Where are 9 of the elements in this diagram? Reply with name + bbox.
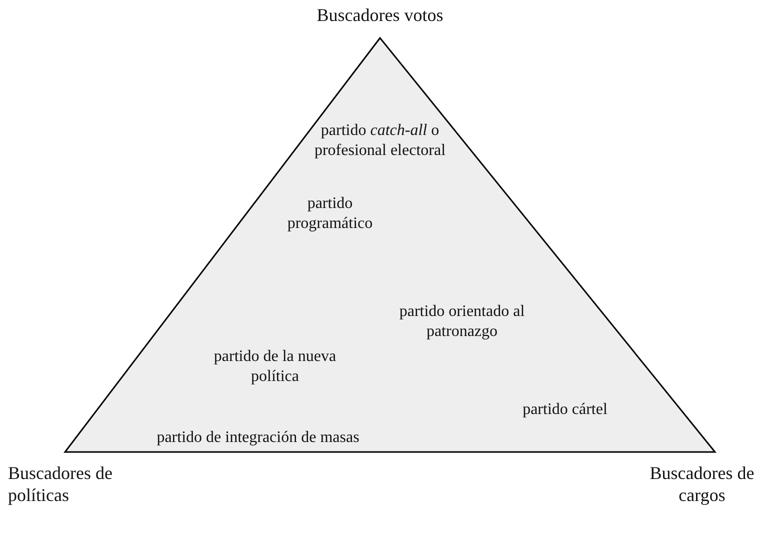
vertex-label: Buscadores de cargos bbox=[648, 462, 756, 506]
party-type-label: partido de integración de masas bbox=[156, 428, 360, 448]
party-type-label: partido orientado al patronazgo bbox=[398, 302, 526, 342]
vertex-label: Buscadores votos bbox=[316, 4, 444, 26]
party-type-label: partido de la nueva política bbox=[212, 347, 338, 387]
party-type-label: partido cártel bbox=[522, 400, 608, 420]
party-type-label: partido catch-all o profesional electoral bbox=[313, 121, 447, 161]
party-type-label: partido programático bbox=[286, 194, 374, 234]
vertex-label: Buscadores de políticas bbox=[8, 462, 114, 506]
